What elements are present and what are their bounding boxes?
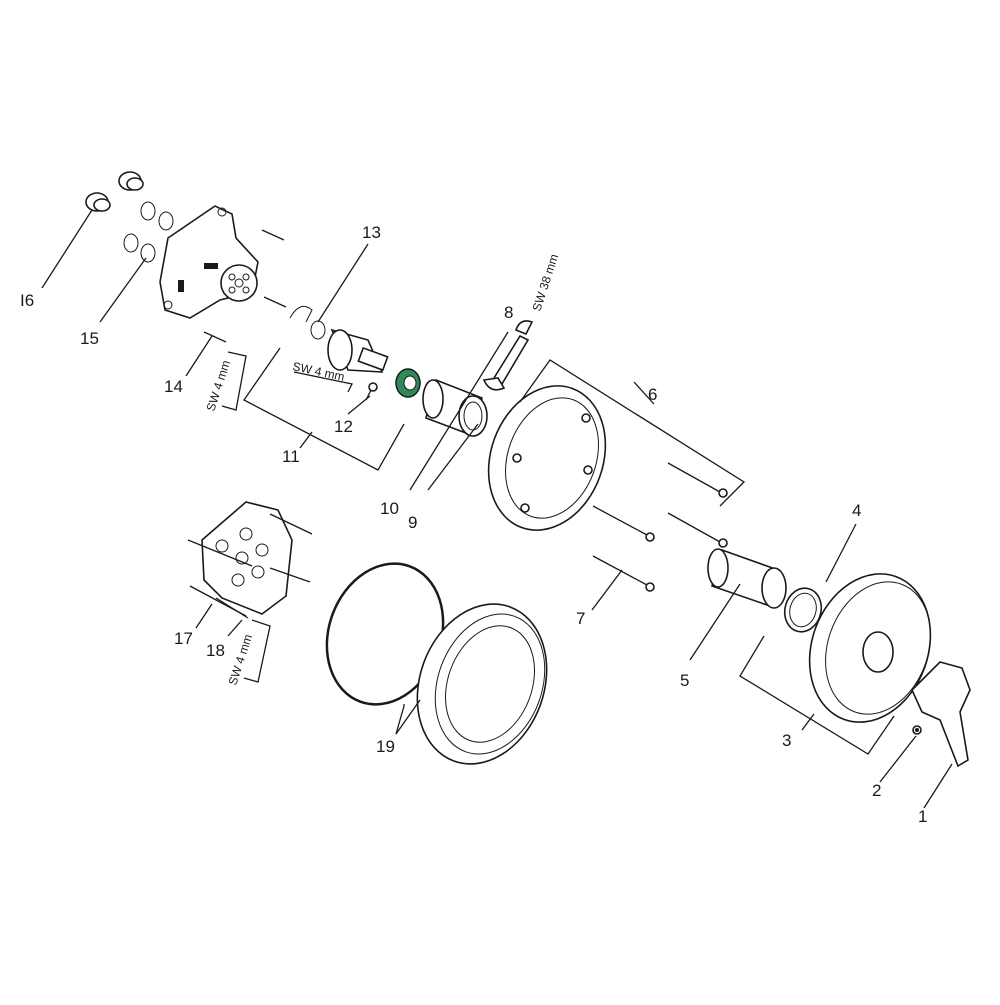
callout-labels: I6 15 14 13 12 11 10 9 8 6 7 5 4 3 2 1 1… <box>20 223 927 826</box>
part-6-screws <box>667 462 728 548</box>
part-10-sleeve <box>422 378 488 438</box>
callout-10: 10 <box>380 499 399 518</box>
part-1-handle <box>911 661 971 768</box>
callout-18: 18 <box>206 641 225 660</box>
part-16-inserts <box>85 171 144 212</box>
part-15-o-rings <box>123 201 174 263</box>
part-5-sleeve <box>707 548 787 609</box>
part-3-trim-plate <box>808 573 932 723</box>
callout-6: 6 <box>648 385 657 404</box>
callout-9: 9 <box>408 513 417 532</box>
allen-key-14 <box>221 351 247 411</box>
part-7-screws <box>592 505 655 592</box>
callout-4: 4 <box>852 501 861 520</box>
part-2-set-screw <box>912 725 922 735</box>
callout-16: I6 <box>20 291 34 310</box>
body-screws <box>203 229 313 343</box>
callout-3: 3 <box>782 731 791 750</box>
part-8-wrench <box>482 320 534 391</box>
part-6-mounting-ring <box>487 385 607 531</box>
label-sw4-a: SW 4 mm <box>204 359 234 413</box>
callout-8: 8 <box>504 303 513 322</box>
callout-17: 17 <box>174 629 193 648</box>
part-13-cartridge <box>310 320 421 398</box>
callout-1: 1 <box>918 807 927 826</box>
valve-body <box>159 205 259 319</box>
callout-7: 7 <box>576 609 585 628</box>
callout-11: 11 <box>282 447 300 466</box>
leader-lines <box>41 209 953 809</box>
callout-2: 2 <box>872 781 881 800</box>
callout-15: 15 <box>80 329 99 348</box>
allen-key-11 <box>293 371 353 393</box>
callout-5: 5 <box>680 671 689 690</box>
label-sw38: SW 38 mm <box>530 252 562 313</box>
callout-13: 13 <box>362 223 381 242</box>
callout-19: 19 <box>376 737 395 756</box>
part-17-plate <box>187 501 313 619</box>
allen-key-18 <box>243 619 271 683</box>
label-sw4-c: SW 4 mm <box>226 633 256 687</box>
callout-12: 12 <box>334 417 353 436</box>
callout-14: 14 <box>164 377 183 396</box>
part-19-ring <box>416 603 548 765</box>
